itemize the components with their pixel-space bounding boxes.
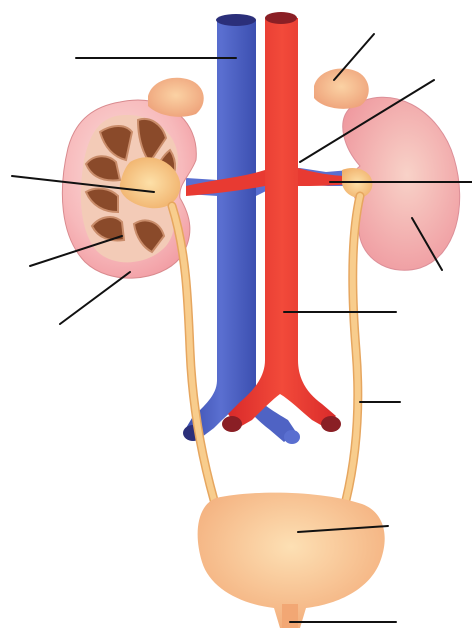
left-adrenal-gland xyxy=(148,78,204,117)
right-kidney xyxy=(314,68,460,270)
aorta-top-opening xyxy=(265,12,297,24)
left-iliac-artery-end xyxy=(222,416,242,432)
leader-line-cortex xyxy=(60,272,130,324)
right-adrenal-gland xyxy=(314,68,369,108)
right-iliac-vein-end xyxy=(284,430,300,444)
right-iliac-artery-end xyxy=(321,416,341,432)
vena-cava-top-opening xyxy=(216,14,256,26)
urethra xyxy=(282,604,298,628)
